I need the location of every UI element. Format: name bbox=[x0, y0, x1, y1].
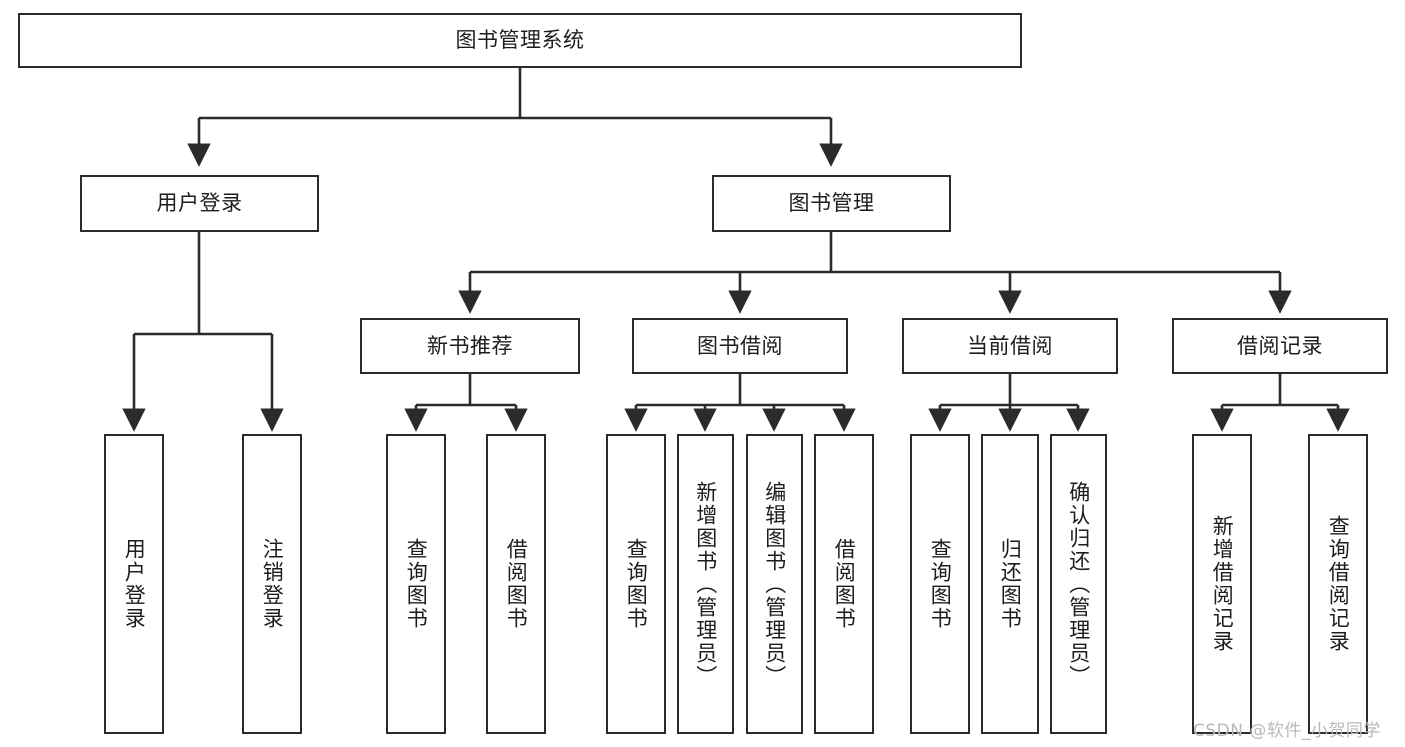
node-leaf-confirm-return-admin-label: 确认归还（管理员） bbox=[1066, 480, 1091, 688]
node-borrow-record-label: 借阅记录 bbox=[1237, 333, 1323, 358]
node-current-borrow-label: 当前借阅 bbox=[967, 333, 1053, 358]
node-leaf-user-login[interactable]: 用户登录 bbox=[104, 434, 164, 734]
node-leaf-query-book-current[interactable]: 查询图书 bbox=[910, 434, 970, 734]
node-leaf-query-borrow-record[interactable]: 查询借阅记录 bbox=[1308, 434, 1368, 734]
node-leaf-add-borrow-record-label: 新增借阅记录 bbox=[1210, 515, 1235, 653]
node-user-login[interactable]: 用户登录 bbox=[80, 175, 319, 232]
node-leaf-add-book-admin-label: 新增图书（管理员） bbox=[693, 480, 718, 688]
node-leaf-borrow-book-recommend-label: 借阅图书 bbox=[504, 538, 529, 630]
node-book-management-label: 图书管理 bbox=[788, 191, 875, 216]
node-leaf-query-book-borrow[interactable]: 查询图书 bbox=[606, 434, 666, 734]
node-current-borrow[interactable]: 当前借阅 bbox=[902, 318, 1118, 374]
node-leaf-return-book-label: 归还图书 bbox=[998, 538, 1023, 630]
node-new-book-recommend-label: 新书推荐 bbox=[427, 333, 513, 358]
node-leaf-borrow-book-label: 借阅图书 bbox=[832, 538, 857, 630]
node-leaf-borrow-book-recommend[interactable]: 借阅图书 bbox=[486, 434, 546, 734]
node-book-borrow-label: 图书借阅 bbox=[697, 333, 783, 358]
node-leaf-logout[interactable]: 注销登录 bbox=[242, 434, 302, 734]
node-leaf-query-book-recommend[interactable]: 查询图书 bbox=[386, 434, 446, 734]
node-user-login-label: 用户登录 bbox=[156, 191, 243, 216]
node-leaf-query-book-borrow-label: 查询图书 bbox=[624, 538, 649, 630]
node-leaf-query-borrow-record-label: 查询借阅记录 bbox=[1326, 515, 1351, 653]
node-leaf-confirm-return-admin[interactable]: 确认归还（管理员） bbox=[1050, 434, 1107, 734]
node-book-management[interactable]: 图书管理 bbox=[712, 175, 951, 232]
node-borrow-record[interactable]: 借阅记录 bbox=[1172, 318, 1388, 374]
node-leaf-edit-book-admin[interactable]: 编辑图书（管理员） bbox=[746, 434, 803, 734]
node-leaf-return-book[interactable]: 归还图书 bbox=[981, 434, 1039, 734]
node-leaf-add-book-admin[interactable]: 新增图书（管理员） bbox=[677, 434, 734, 734]
node-leaf-borrow-book[interactable]: 借阅图书 bbox=[814, 434, 874, 734]
node-leaf-logout-label: 注销登录 bbox=[260, 538, 285, 630]
node-root-label: 图书管理系统 bbox=[455, 28, 585, 53]
node-book-borrow[interactable]: 图书借阅 bbox=[632, 318, 848, 374]
node-leaf-user-login-label: 用户登录 bbox=[122, 538, 147, 630]
node-leaf-edit-book-admin-label: 编辑图书（管理员） bbox=[762, 480, 787, 688]
node-leaf-query-book-recommend-label: 查询图书 bbox=[404, 538, 429, 630]
node-leaf-add-borrow-record[interactable]: 新增借阅记录 bbox=[1192, 434, 1252, 734]
node-new-book-recommend[interactable]: 新书推荐 bbox=[360, 318, 580, 374]
node-root[interactable]: 图书管理系统 bbox=[18, 13, 1022, 68]
node-leaf-query-book-current-label: 查询图书 bbox=[928, 538, 953, 630]
